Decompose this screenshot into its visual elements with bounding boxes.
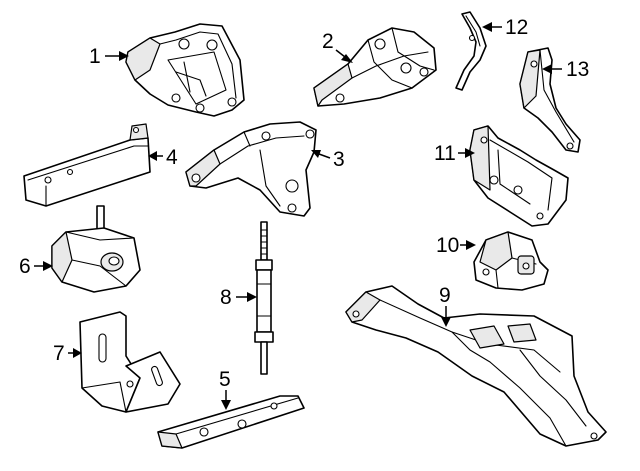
part-3-engine-mount[interactable] xyxy=(185,121,317,217)
part-6-rubber-mount[interactable] xyxy=(51,205,141,293)
callout-13: 13 xyxy=(542,58,589,81)
callout-7-label: 7 xyxy=(53,342,65,365)
callout-12-label: 12 xyxy=(505,16,528,39)
callout-1: 1 xyxy=(89,45,129,68)
callout-11-label: 11 xyxy=(434,142,456,165)
callout-9-label: 9 xyxy=(439,284,451,307)
callout-8-label: 8 xyxy=(220,286,232,309)
part-5-mount-plate[interactable] xyxy=(157,395,305,449)
callout-10-label: 10 xyxy=(436,234,459,257)
callout-8: 8 xyxy=(220,286,257,309)
callout-10: 10 xyxy=(436,234,476,257)
part-1-engine-bracket[interactable] xyxy=(125,23,245,117)
callout-5: 5 xyxy=(219,368,231,410)
part-10-transmission-mount[interactable] xyxy=(473,231,549,291)
callout-3-label: 3 xyxy=(333,148,345,171)
callout-3: 3 xyxy=(311,148,345,171)
part-12-thin-bracket[interactable] xyxy=(455,11,487,91)
part-8-shock-stud[interactable] xyxy=(254,221,274,375)
callout-11: 11 xyxy=(434,142,475,165)
callout-6-label: 6 xyxy=(19,255,31,278)
callout-12: 12 xyxy=(482,16,528,39)
callout-13-label: 13 xyxy=(566,58,589,81)
callout-4: 4 xyxy=(148,146,178,169)
part-13-support-bracket[interactable] xyxy=(519,47,581,153)
part-9-crossmember[interactable] xyxy=(345,285,607,447)
callout-7: 7 xyxy=(53,342,82,365)
part-7-l-bracket[interactable] xyxy=(79,311,181,413)
callout-4-label: 4 xyxy=(166,146,178,169)
callout-5-label: 5 xyxy=(219,368,231,391)
callout-2-label: 2 xyxy=(322,30,334,53)
callout-6: 6 xyxy=(19,255,53,278)
part-4-flat-bracket[interactable] xyxy=(23,123,151,207)
part-11-transmission-bracket[interactable] xyxy=(469,125,569,227)
part-2-mount-bracket[interactable] xyxy=(313,27,437,107)
callout-1-label: 1 xyxy=(89,45,101,68)
callout-9: 9 xyxy=(439,284,451,327)
callout-2: 2 xyxy=(322,30,353,63)
